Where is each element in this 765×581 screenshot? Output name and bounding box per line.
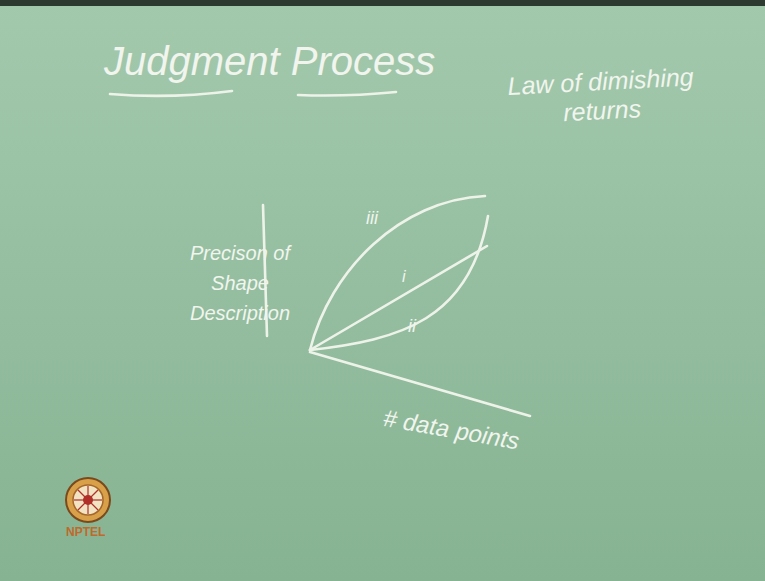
axis-label: # data points [381,404,521,455]
curve-label: i [402,268,406,286]
note-text: Law of dimishing returns [470,60,733,131]
curve-label: iii [366,208,378,229]
nptel-logo [66,478,110,522]
logo-ring [66,478,110,522]
curve-iii [310,196,485,350]
curve-i [310,246,487,350]
x-axis [310,352,530,416]
curve-label: ii [408,316,416,337]
board-top-edge [0,0,765,6]
logo-inner [73,485,103,515]
logo-spoke [78,490,98,510]
logo-text: NPTEL [66,526,105,540]
title-underline [298,92,396,96]
title-underline [110,91,232,96]
curve-ii [310,216,488,350]
board-title: Judgment Process [104,38,435,84]
logo-spoke [78,490,98,510]
axis-label: Precison of Shape Description [190,238,290,328]
